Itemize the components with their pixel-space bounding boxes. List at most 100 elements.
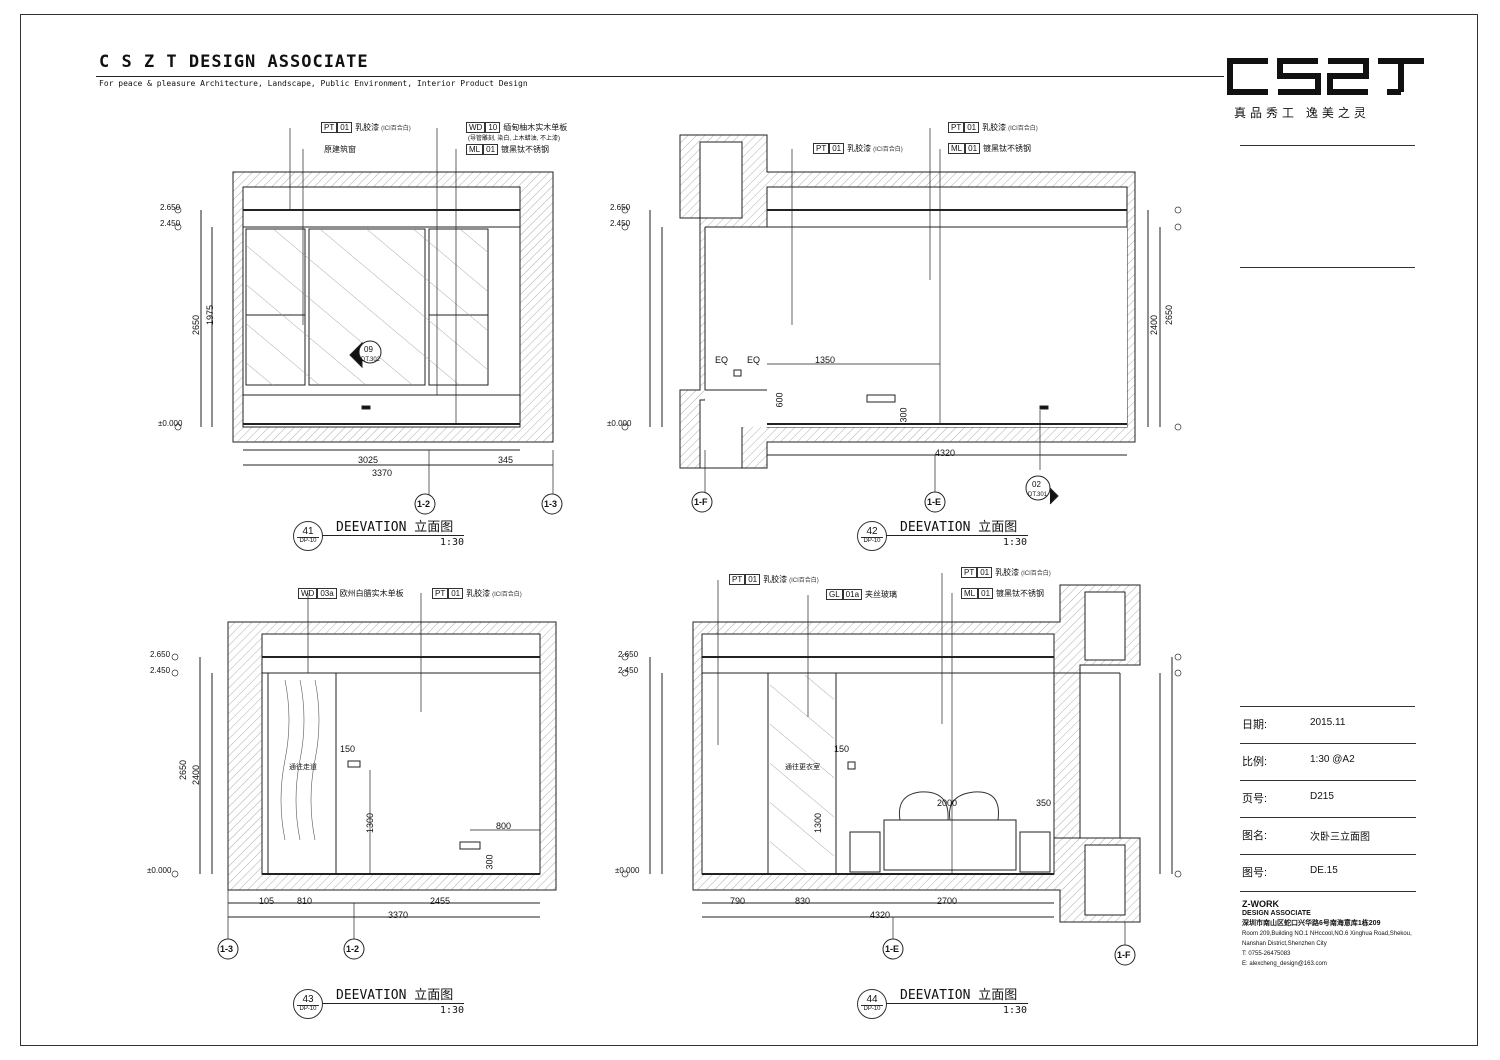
lvl-42-2450: 2.450 <box>610 219 631 228</box>
lvl-42-0000: ±0.000 <box>607 419 632 428</box>
title-block-top-line <box>1240 706 1415 707</box>
lvl-44-2450: 2.450 <box>618 666 639 675</box>
dim-41-3025: 3025 <box>358 455 379 465</box>
company-sub: DESIGN ASSOCIATE <box>1242 910 1311 917</box>
sheet-border <box>20 14 1478 1046</box>
callout-num: 01 <box>745 574 761 585</box>
elevation-42-title: DEEVATION 立面图 <box>900 520 1018 535</box>
company-address-cn: 深圳市南山区蛇口兴华路6号南海意库1栋209 <box>1242 920 1381 927</box>
dim-44-350: 350 <box>1036 798 1052 808</box>
dim-44-1300: 1300 <box>813 812 824 834</box>
callout-extra: (ICI百合白) <box>873 147 903 153</box>
dim-43-2400: 2400 <box>191 764 202 786</box>
dim-43-105: 105 <box>259 896 275 906</box>
grid-mark-42-1: 1-F <box>694 497 708 507</box>
callout-num: 01 <box>448 588 464 599</box>
elevation-41-marker: 41 DP-10 <box>293 521 323 551</box>
company-address-en-1: Room 209,Building NO.1 NHccool,NO.6 Xing… <box>1242 931 1412 937</box>
elevation-44 <box>649 573 1173 945</box>
callout-extra: (ICI百合白) <box>789 578 819 584</box>
date-value: 2015.11 <box>1310 717 1346 728</box>
dim-41-1975: 1975 <box>205 304 216 326</box>
callout-text: 乳胶漆 <box>995 568 1020 577</box>
dim-41-345: 345 <box>498 455 514 465</box>
callout-text: 乳胶漆 <box>355 123 380 132</box>
elevation-sheet: DP-10 <box>861 1005 883 1012</box>
callout-text: 缅甸柚木实木单板 <box>503 123 568 132</box>
dim-41-2650: 2650 <box>191 314 202 336</box>
dim-42-4320: 4320 <box>935 448 956 458</box>
elevation-sheet: DP-10 <box>297 537 319 544</box>
drawing-name-label: 图名: <box>1242 830 1268 842</box>
elevation-42-underline <box>886 535 1028 536</box>
grid-mark-43-1: 1-3 <box>220 944 234 954</box>
title-block-row-name: 图名: 次卧三立面图 <box>1240 817 1416 855</box>
door-label-43: 通往走道 <box>289 764 317 771</box>
callout-extra: (ICI百合白) <box>1021 571 1051 577</box>
callout-text: 乳胶漆 <box>982 123 1007 132</box>
company-tagline: For peace & pleasure Architecture, Lands… <box>99 79 528 88</box>
company-phone: T: 0755-26475083 <box>1242 951 1291 957</box>
title-block-row-scale: 比例: 1:30 @A2 <box>1240 743 1416 781</box>
elevation-number: 42 <box>866 526 878 537</box>
callout-num: 03a <box>317 588 337 599</box>
callout-code: WD <box>466 122 486 133</box>
drawing-number-label: 图号: <box>1242 867 1268 879</box>
drawing-name-value: 次卧三立面图 <box>1310 832 1370 843</box>
callout-text: 镀黑钛不锈钢 <box>983 144 1032 153</box>
dim-43-1300: 1300 <box>365 812 376 834</box>
callout-num: 01 <box>977 567 993 578</box>
elevation-sheet: DP-10 <box>861 537 883 544</box>
elevation-44-marker: 44 DP-10 <box>857 989 887 1019</box>
dim-42-1350: 1350 <box>815 355 836 365</box>
callout-num: 01 <box>978 588 994 599</box>
elevation-42-marker: 42 DP-10 <box>857 521 887 551</box>
elevation-sheet: DP-10 <box>297 1005 319 1012</box>
elevation-42-scale: 1:30 <box>1003 537 1028 548</box>
callout-num: 01 <box>337 122 353 133</box>
dim-44-790: 790 <box>730 896 746 906</box>
elevation-41-scale: 1:30 <box>440 537 465 548</box>
callout-code: ML <box>466 144 484 155</box>
lvl-42-2650: 2.650 <box>610 203 631 212</box>
callout-text: 乳胶漆 <box>847 144 872 153</box>
elevation-number: 44 <box>866 994 878 1005</box>
callout-text: 乳胶漆 <box>763 575 788 584</box>
callout-text: 欧州白腊实木单板 <box>339 589 404 598</box>
detail-42-num: 02 <box>1032 480 1041 489</box>
detail-41-ref: DT.302 <box>361 357 381 363</box>
callout-41-wd10-note: (导管雕刻, 染白, 上木蜡油, 不上漆) <box>468 136 560 142</box>
callout-text: 乳胶漆 <box>466 589 491 598</box>
notes-line <box>1240 145 1415 146</box>
elevation-43 <box>199 593 557 940</box>
grid-mark-41-2: 1-3 <box>544 499 558 509</box>
callout-text: 镀黑钛不锈钢 <box>501 145 550 154</box>
callout-text: 镀黑钛不锈钢 <box>996 589 1045 598</box>
elevation-41-title: DEEVATION 立面图 <box>336 520 454 535</box>
scale-value: 1:30 @A2 <box>1310 754 1355 765</box>
dim-43-800: 800 <box>496 821 512 831</box>
elevation-44-title: DEEVATION 立面图 <box>900 988 1018 1003</box>
callout-code: PT <box>432 588 449 599</box>
level-markers <box>171 206 1182 878</box>
dim-42-eq2: EQ <box>747 355 761 365</box>
dim-43-2650: 2650 <box>178 759 189 781</box>
callout-extra: (ICI百合白) <box>381 126 411 132</box>
company-slogan: 真品秀工 逸美之灵 <box>1234 106 1370 120</box>
callout-extra: (ICI百合白) <box>492 592 522 598</box>
elevation-43-scale: 1:30 <box>440 1005 465 1016</box>
callout-code: WD <box>298 588 318 599</box>
company-name: Z-WORK <box>1242 899 1279 909</box>
grid-mark-41-1: 1-2 <box>417 499 431 509</box>
dim-43-2455: 2455 <box>430 896 451 906</box>
drawing-number-value: DE.15 <box>1310 865 1338 876</box>
callout-41-window: 原建筑窗 <box>321 144 356 155</box>
